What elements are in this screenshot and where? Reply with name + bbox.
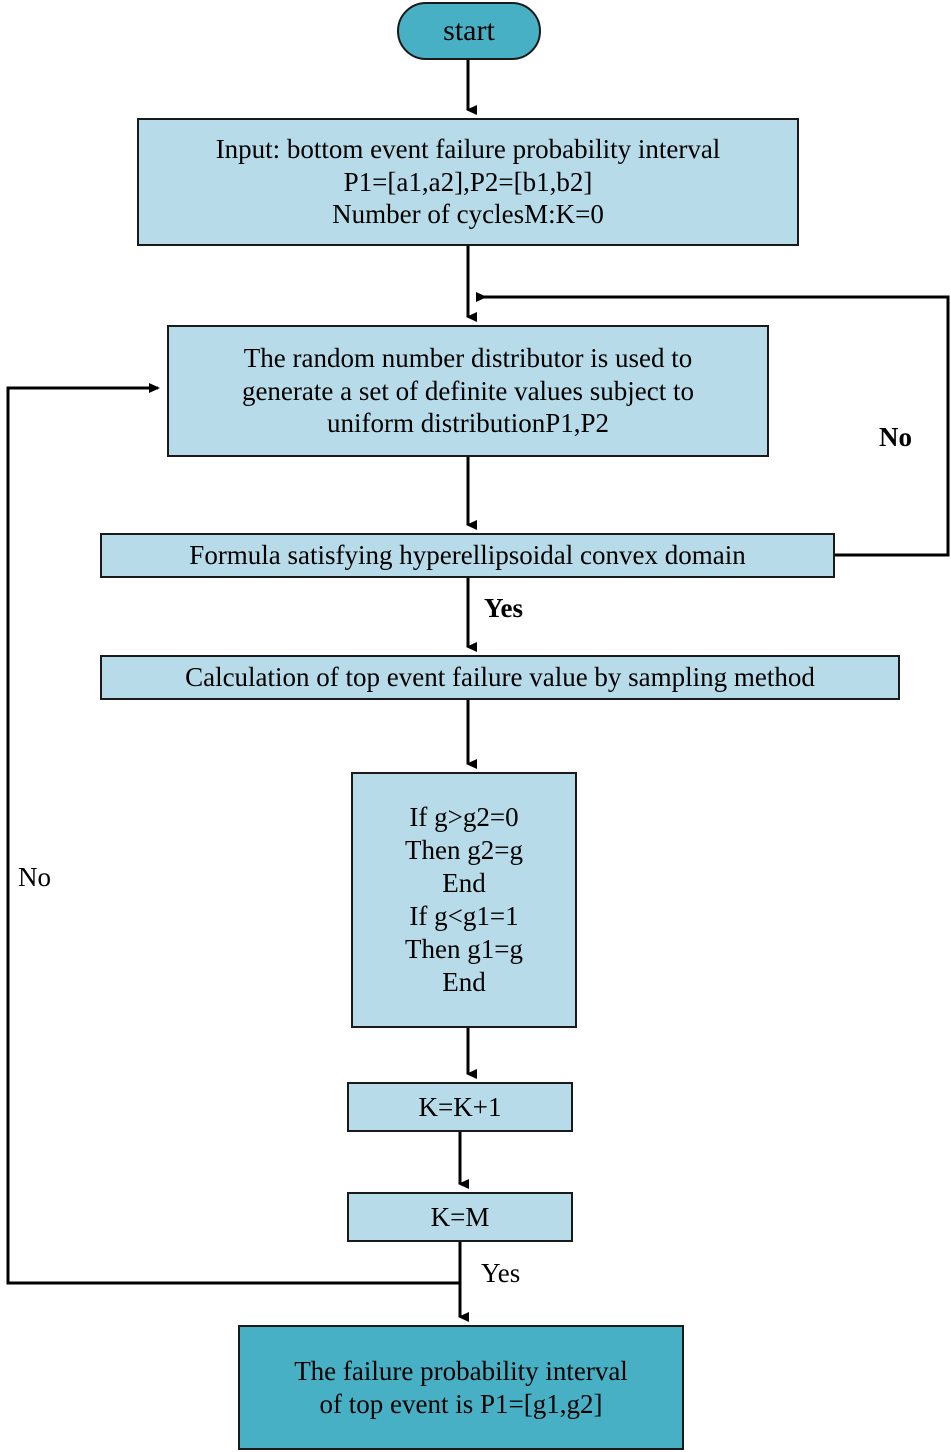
node-start[interactable]: start [397,2,541,60]
node-random-label: The random number distributor is used to… [241,342,695,439]
node-input-label: Input: bottom event failure probability … [215,133,721,230]
node-end-label: The failure probability interval of top … [294,1355,628,1419]
node-formula-label: Formula satisfying hyperellipsoidal conv… [189,540,746,571]
node-k-increment[interactable]: K=K+1 [347,1082,573,1132]
node-condition-update[interactable]: If g>g2=0 Then g2=g End If g<g1=1 Then g… [351,772,577,1028]
node-formula-convex-domain[interactable]: Formula satisfying hyperellipsoidal conv… [100,533,835,578]
edge-label-yes-middle: Yes [484,593,523,623]
edge-label-yes-bottom: Yes [481,1258,521,1288]
node-start-label: start [443,13,495,47]
edge-label-no-right: No [879,422,912,452]
node-calculation-label: Calculation of top event failure value b… [185,662,815,693]
node-k-increment-label: K=K+1 [418,1091,502,1122]
node-input[interactable]: Input: bottom event failure probability … [137,118,799,246]
edge-label-no-left: No [18,862,51,892]
node-calculation-sampling[interactable]: Calculation of top event failure value b… [100,655,900,700]
node-k-check[interactable]: K=M [347,1192,573,1242]
node-condition-label: If g>g2=0 Then g2=g End If g<g1=1 Then g… [405,802,523,997]
node-k-check-label: K=M [430,1201,490,1232]
node-end-result[interactable]: The failure probability interval of top … [238,1325,684,1450]
node-random-number-generation[interactable]: The random number distributor is used to… [167,325,769,457]
